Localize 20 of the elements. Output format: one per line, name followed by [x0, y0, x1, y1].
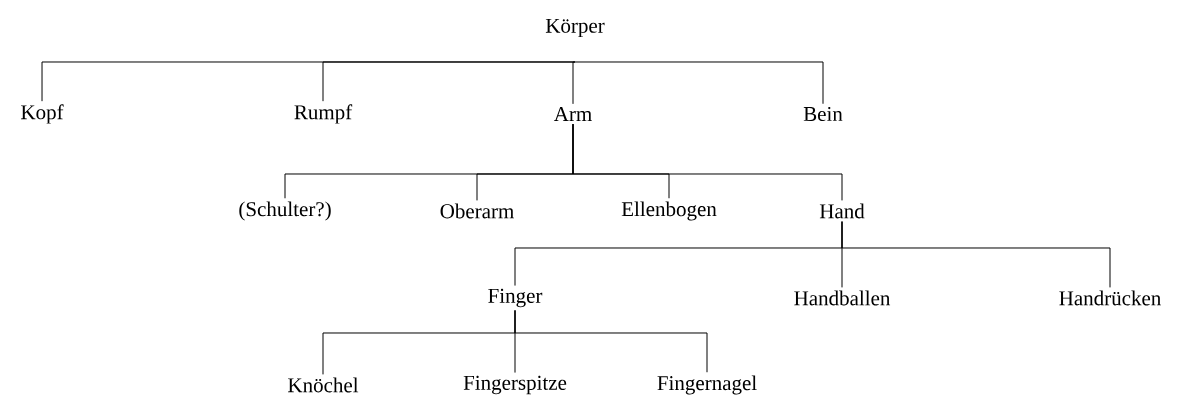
- tree-label: Kopf: [21, 104, 64, 124]
- tree-label: Oberarm: [440, 203, 514, 219]
- tree-label: Handballen: [794, 290, 891, 306]
- connector-line: [572, 61, 576, 105]
- tree-label: Finger: [488, 288, 543, 308]
- tree-label: Rumpf: [294, 104, 353, 124]
- tree-label: Knöchel: [288, 377, 359, 393]
- connector-line: [514, 309, 708, 373]
- tree-label: (Schulter?): [239, 201, 331, 221]
- tree-label: Bein: [803, 106, 843, 122]
- tree-label: Arm: [553, 107, 592, 121]
- connector-line: [841, 221, 1111, 288]
- tree-label: Hand: [819, 203, 865, 219]
- tree-label: Ellenbogen: [621, 201, 717, 221]
- tree-label: Fingernagel: [657, 375, 757, 395]
- tree-label: Körper: [545, 18, 605, 38]
- tree-label: Fingerspitze: [463, 375, 567, 395]
- connector-line: [574, 61, 824, 105]
- connector-line: [572, 123, 843, 201]
- tree-label: Handrücken: [1059, 290, 1161, 306]
